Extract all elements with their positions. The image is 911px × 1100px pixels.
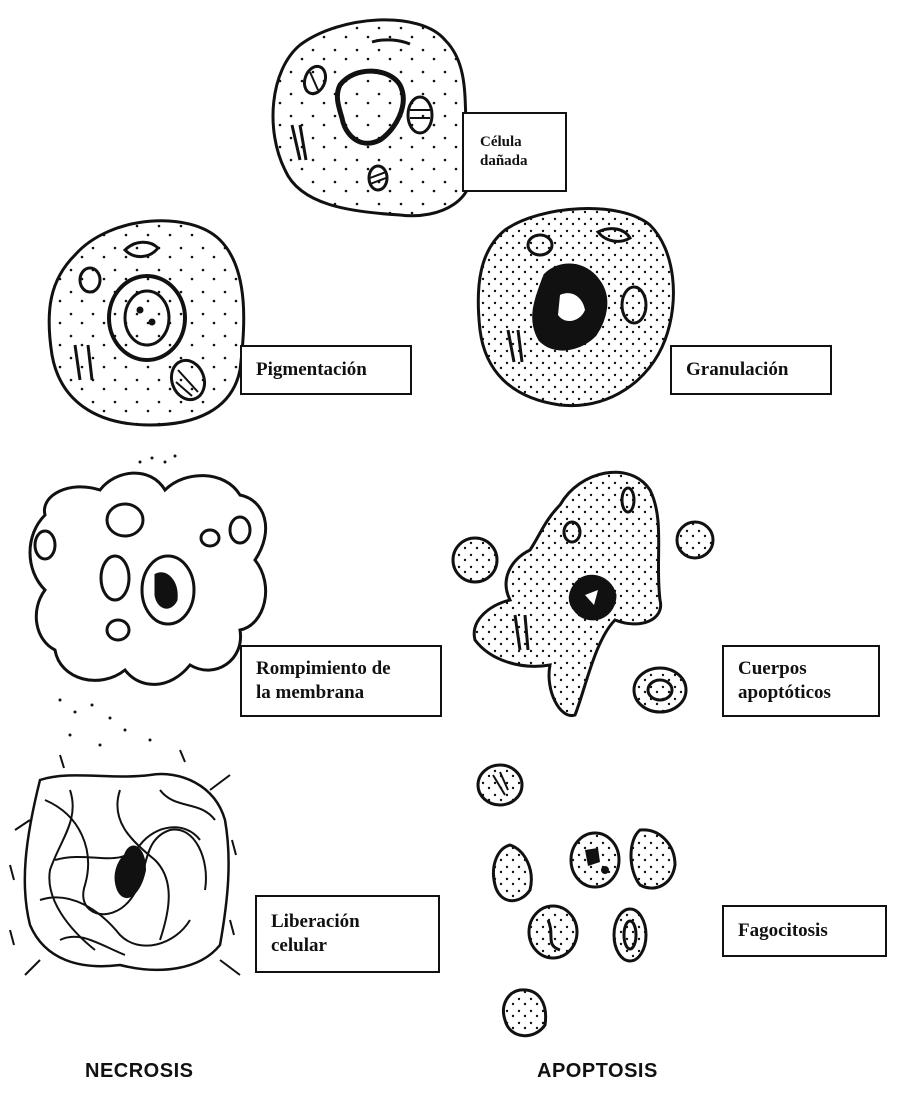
label-membrane-rupture: Rompimiento de la membrana [240,645,442,717]
label-line: Rompimiento de [256,657,391,681]
label-pigmentation: Pigmentación [240,345,412,395]
label-granulation: Granulación [670,345,832,395]
apoptotic-bodies-cell [453,472,713,715]
label-line: celular [271,934,360,958]
label-line: Pigmentación [256,358,367,382]
label-cell-release: Liberación celular [255,895,440,973]
label-line: Liberación [271,910,360,934]
label-damaged-cell: Célula dañada [462,112,567,192]
label-phagocytosis: Fagocitosis [722,905,887,957]
label-line: apoptóticos [738,681,831,705]
label-line: Cuerpos [738,657,831,681]
granulation-cell [478,209,673,406]
column-title-necrosis: NECROSIS [85,1060,193,1083]
label-line: Fagocitosis [738,919,828,943]
label-line: Célula [480,133,528,152]
phagocytosis-cluster [478,765,675,1036]
pigmentation-cell [49,221,244,425]
label-line: dañada [480,152,528,171]
cell-release-debris [10,750,240,975]
damaged-cell [273,20,472,216]
label-line: Granulación [686,358,788,382]
column-title-apoptosis: APOPTOSIS [537,1060,658,1083]
label-line: la membrana [256,681,391,705]
membrane-rupture-cell [30,455,266,747]
label-apoptotic-bodies: Cuerpos apoptóticos [722,645,880,717]
